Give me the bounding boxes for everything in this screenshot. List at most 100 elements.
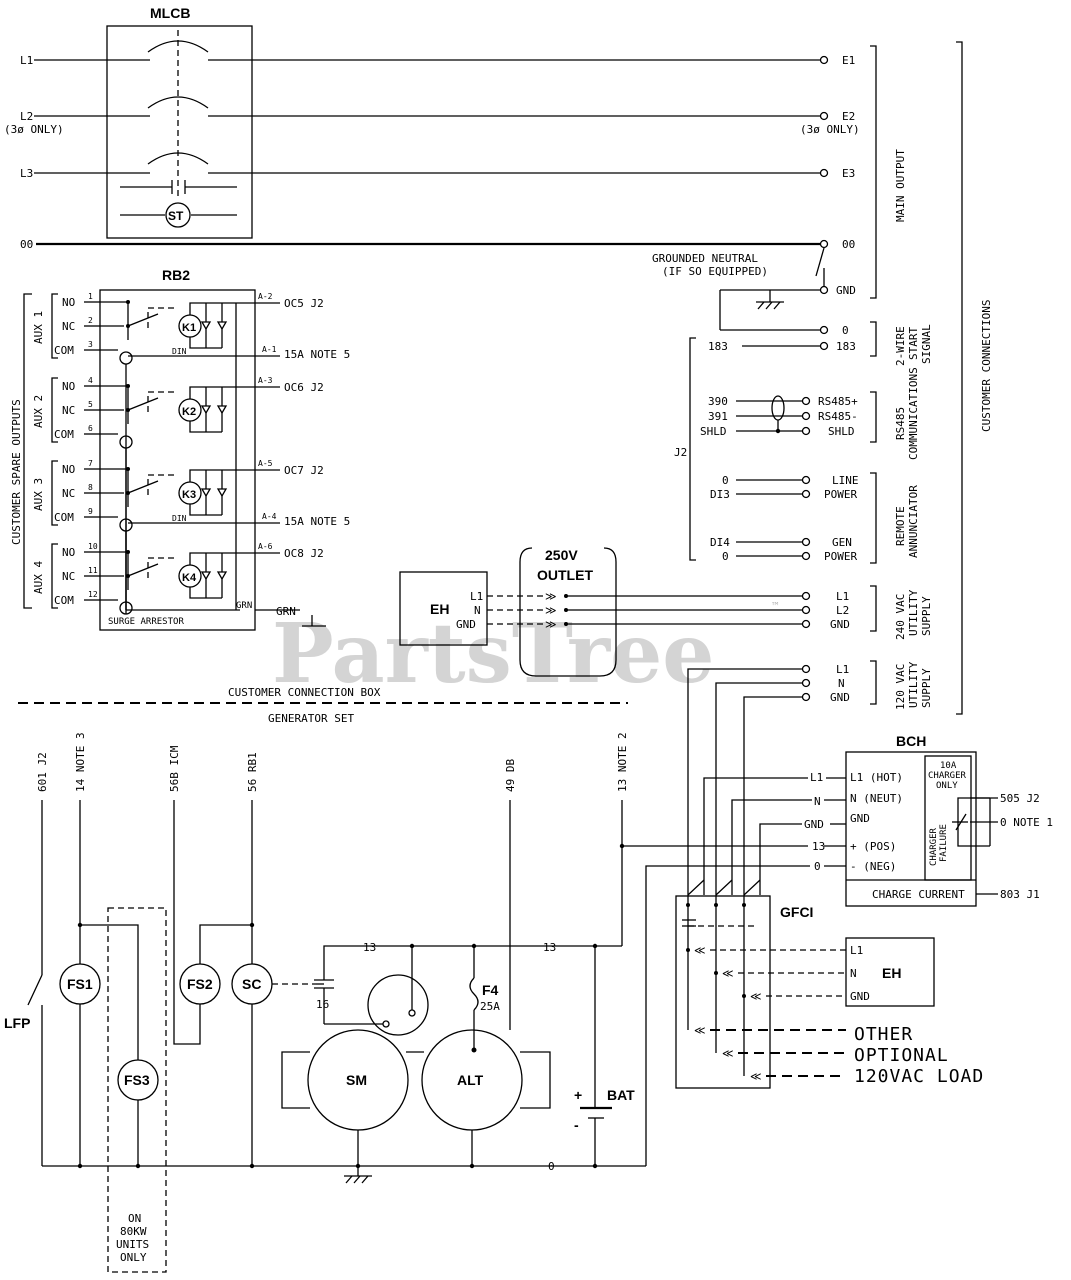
svg-text:≪: ≪ <box>722 967 734 980</box>
relay-1-out-label: OC5 J2 <box>284 297 324 310</box>
wire-0-bottom: 0 <box>548 1160 555 1173</box>
rb2-title: RB2 <box>162 267 190 283</box>
bat-plus: + <box>574 1087 582 1103</box>
box-divider: CUSTOMER CONNECTION BOX GENERATOR SET <box>18 686 628 725</box>
aux-1-nc-label: NC <box>62 320 75 333</box>
aux-1-pin-2: 2 <box>88 316 93 325</box>
supply240-label-3: SUPPLY <box>920 596 933 636</box>
outlet-eh-label: EH <box>430 601 449 617</box>
surge-arrestor-label: SURGE ARRESTOR <box>108 617 184 627</box>
fs3-note-1: ON <box>128 1212 141 1225</box>
svg-text:≪: ≪ <box>694 944 706 957</box>
rb2-grn-label: GRN <box>236 601 252 611</box>
svg-text:≪: ≪ <box>750 1070 762 1083</box>
supply240-l2: L2 <box>836 604 849 617</box>
bch-row-gnd: GND <box>850 812 870 825</box>
aux-2-pin-4: 4 <box>88 376 93 385</box>
gfci-eh-n: N <box>850 967 857 980</box>
bch-right-505: 505 J2 <box>1000 792 1040 805</box>
wire-601-j2: 601 J2 <box>36 752 49 792</box>
outlet-title-2: OUTLET <box>537 567 593 583</box>
gfci-title: GFCI <box>780 904 813 920</box>
wire-13-b: 13 <box>543 941 556 954</box>
bch-row-pos: + (POS) <box>850 840 896 853</box>
bch-charger-1: 10A <box>940 761 957 771</box>
relay-1-mid-terminal: A-1 <box>262 345 277 354</box>
bat-label: BAT <box>607 1087 635 1103</box>
aux-4-com-label: COM <box>54 594 74 607</box>
relay-4-out-terminal: A-6 <box>258 542 273 551</box>
aux-4-pin-10: 10 <box>88 542 98 551</box>
aux-4-label: AUX 4 <box>32 561 45 594</box>
relay-4-out-label: OC8 J2 <box>284 547 324 560</box>
aux-2-pin-6: 6 <box>88 424 93 433</box>
gfci-eh-gnd: GND <box>850 990 870 1003</box>
bch-row-n: N (NEUT) <box>850 792 903 805</box>
supply120-label-1: 120 VAC <box>894 664 907 710</box>
bch-failure-2: FAILURE <box>939 824 949 862</box>
rs485-label-1: RS485 <box>894 407 907 440</box>
line-l1-label: L1 <box>20 54 33 67</box>
aux-1-no-label: NO <box>62 296 75 309</box>
bch-row-l1: L1 (HOT) <box>850 771 903 784</box>
bch-charge-current: CHARGE CURRENT <box>872 888 965 901</box>
watermark: PartsTree <box>272 606 714 702</box>
lfp-label: LFP <box>4 1015 30 1031</box>
aux-3-no-label: NO <box>62 463 75 476</box>
relay-3-mid-label: 15A NOTE 5 <box>284 515 350 528</box>
svg-text:≫: ≫ <box>545 590 557 603</box>
line-l3-label: L3 <box>20 167 33 180</box>
din-label-2: DIN <box>172 514 187 523</box>
supply240-l1: L1 <box>836 590 849 603</box>
start-signal-label-3: SIGNAL <box>920 324 933 364</box>
customer-box-label: CUSTOMER CONNECTION BOX <box>228 686 381 699</box>
svg-text:≪: ≪ <box>722 1047 734 1060</box>
aux-1-pin-1: 1 <box>88 292 93 301</box>
sc-label: SC <box>242 976 261 992</box>
gfci: GFCI ≪ ≪ ≪ L1 N GND EH ≪ ≪ ≪ OTHER OPTIO… <box>675 879 983 1089</box>
aux-1-com-label: COM <box>54 344 74 357</box>
aux-3-pin-7: 7 <box>88 459 93 468</box>
coil-k1-label: K1 <box>182 322 196 334</box>
line-e2-label: E2 <box>842 110 855 123</box>
svg-text:≪: ≪ <box>750 990 762 1003</box>
generator-set: 601 J2 14 NOTE 3 56B ICM 56 RB1 49 DB 13… <box>4 732 646 1273</box>
bch-wire-l1: L1 <box>810 771 823 784</box>
f4-rating: 25A <box>480 1000 500 1013</box>
bch-wire-gnd: GND <box>804 818 824 831</box>
remote-label-1: REMOTE <box>894 506 907 546</box>
gfci-eh-label: EH <box>882 965 901 981</box>
remote-left-0b: 0 <box>722 550 729 563</box>
aux-2-com-label: COM <box>54 428 74 441</box>
alt-label: ALT <box>457 1072 484 1088</box>
mlcb-title: MLCB <box>150 5 190 21</box>
fs3-label: FS3 <box>124 1072 150 1088</box>
bch-wire-0: 0 <box>814 860 821 873</box>
coil-k4-label: K4 <box>182 572 197 584</box>
aux-2-pin-5: 5 <box>88 400 93 409</box>
wire-56b-icm: 56B ICM <box>168 745 181 792</box>
bat-minus: - <box>574 1117 579 1133</box>
aux-4-nc-label: NC <box>62 570 75 583</box>
start-signal-label-1: 2-WIRE <box>894 326 907 366</box>
fs2-label: FS2 <box>187 976 213 992</box>
relay-1-mid-label: 15A NOTE 5 <box>284 348 350 361</box>
aux-3-label: AUX 3 <box>32 478 45 511</box>
rs485-left-shld: SHLD <box>700 425 727 438</box>
svg-text:≪: ≪ <box>694 1024 706 1037</box>
supply120-gnd: GND <box>830 691 850 704</box>
wire-13-a: 13 <box>363 941 376 954</box>
aux-3-pin-9: 9 <box>88 507 93 516</box>
supply120-label-3: SUPPLY <box>920 668 933 708</box>
generator-set-label: GENERATOR SET <box>268 712 354 725</box>
fs3-note-3: UNITS <box>116 1238 149 1251</box>
aux-4-pin-11: 11 <box>88 566 98 575</box>
outlet-pin-gnd: GND <box>456 618 476 631</box>
rs485-left-391: 391 <box>708 410 728 423</box>
bch-right-0-note1: 0 NOTE 1 <box>1000 816 1053 829</box>
aux-4-no-label: NO <box>62 546 75 559</box>
gnd-label: GND <box>836 284 856 297</box>
aux-2-nc-label: NC <box>62 404 75 417</box>
neutral-label-2: (IF SO EQUIPPED) <box>662 265 768 278</box>
